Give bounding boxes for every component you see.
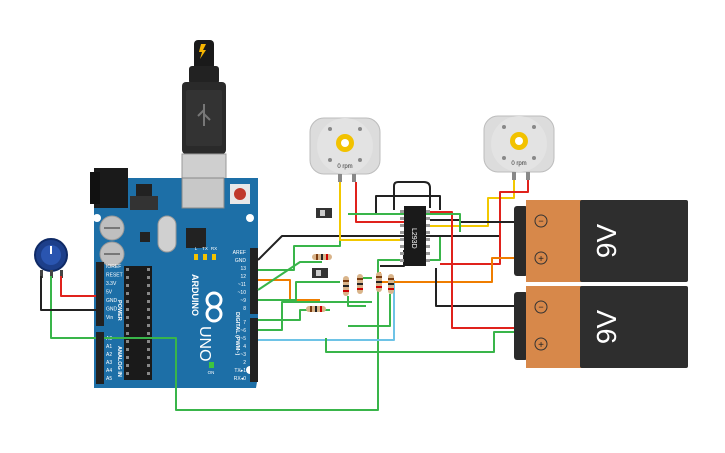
arduino-logo [205, 291, 223, 323]
board-model: UNO [196, 326, 213, 362]
lightning-icon [199, 44, 206, 59]
power-pin-label: 3.3V [106, 281, 117, 287]
wire [104, 236, 441, 411]
power-pin-label: Vin [106, 315, 113, 321]
battery-2-voltage: 9V [591, 310, 622, 345]
wire [348, 213, 461, 232]
digital-pin-label: 2 [243, 360, 246, 366]
led-label: TX [202, 246, 208, 251]
battery-1-plus: + [538, 254, 544, 265]
analog-pin-label: A4 [106, 368, 112, 374]
digital-pin-label: ~5 [240, 336, 246, 342]
digital-header-top [250, 248, 258, 314]
motor-1-speed: 0 rpm [337, 164, 352, 170]
led-label: RX [211, 246, 217, 251]
digital-pin-label: AREF [233, 250, 246, 256]
analog-pin-label: A2 [106, 352, 112, 358]
digital-header-label: DIGITAL (PWM~) [234, 312, 240, 356]
battery-1-voltage: 9V [591, 224, 622, 259]
wire [430, 219, 514, 223]
power-pin-label: GND [106, 307, 118, 313]
digital-pin-label: GND [235, 258, 247, 264]
wire [60, 276, 96, 297]
power-header [96, 262, 104, 326]
wire [375, 195, 441, 214]
battery-9v-2[interactable]: − + 9V [514, 286, 688, 368]
wire [393, 181, 431, 210]
usb-icon [197, 104, 211, 126]
motor-2-speed: 0 rpm [511, 161, 526, 167]
wire [258, 281, 340, 301]
analog-pin-label: A1 [106, 344, 112, 350]
potentiometer[interactable] [34, 238, 68, 278]
led-label: ON [208, 370, 215, 375]
wire [435, 268, 514, 307]
wires[interactable] [40, 180, 529, 411]
power-pin-label: 5V [106, 290, 113, 296]
resistor [376, 272, 382, 292]
analog-pin-label: A3 [106, 360, 112, 366]
wire [355, 182, 404, 223]
slide-switch[interactable] [316, 208, 332, 218]
arduino-uno-board[interactable]: ARDUINO UNO POWER ANALOG IN DIGITAL (PWM… [90, 168, 258, 388]
battery-9v-1[interactable]: − + 9V [514, 200, 688, 282]
digital-pin-label: 12 [240, 274, 246, 280]
wire [40, 276, 96, 311]
wire [348, 294, 391, 327]
wire [258, 301, 372, 331]
resistor [306, 306, 326, 312]
digital-pin-label: ~10 [238, 290, 247, 296]
led-label: L [195, 246, 198, 251]
wire [258, 280, 395, 341]
analog-header [96, 332, 104, 384]
atmega-chip [124, 266, 152, 380]
digital-pin-label: ~11 [238, 282, 246, 288]
digital-pin-label: ~9 [240, 298, 246, 304]
wire [361, 277, 372, 290]
ic-label: L293D [410, 228, 417, 249]
wire [339, 182, 404, 241]
wire [347, 296, 366, 307]
analog-header-label: ANALOG IN [116, 346, 122, 377]
wire [325, 331, 514, 353]
digital-pin-label: 8 [243, 306, 246, 312]
resistor [357, 274, 363, 294]
wire [50, 276, 96, 339]
wire [257, 261, 322, 291]
l293d-chip[interactable]: L293D [400, 206, 430, 266]
digital-pin-label: ~6 [240, 328, 246, 334]
pin-labels: IOREFRESET3.3V5VGNDGNDVinA0A1A2A3A4A5ARE… [106, 250, 246, 382]
digital-pin-label: TX▸1 [234, 368, 246, 374]
board-brand: ARDUINO [190, 274, 200, 316]
wire [440, 180, 529, 265]
crystal [157, 215, 177, 253]
battery-1-minus: − [538, 216, 543, 226]
resistor [312, 254, 332, 260]
digital-pin-label: RX◂0 [234, 376, 246, 382]
usb-socket [181, 177, 225, 209]
power-header-label: POWER [116, 300, 122, 321]
usb-cable[interactable] [181, 40, 227, 197]
wire [430, 211, 514, 329]
power-pin-label: IOREF [106, 264, 121, 270]
dc-motor-2[interactable]: 0 rpm [483, 115, 555, 180]
analog-pin-label: A5 [106, 376, 112, 382]
slide-switch[interactable] [312, 268, 328, 278]
resistors[interactable] [306, 254, 394, 312]
digital-pin-label: 7 [243, 320, 246, 326]
digital-pin-label: 4 [243, 344, 246, 350]
resistor [343, 276, 349, 296]
power-pin-label: RESET [106, 273, 123, 279]
battery-2-minus: − [538, 302, 543, 312]
usb-chip [186, 228, 206, 248]
digital-pin-label: 13 [240, 266, 246, 272]
digital-header-bottom [250, 318, 258, 382]
resistor [388, 274, 394, 294]
digital-pin-label: ~3 [240, 352, 246, 358]
power-pin-label: GND [106, 298, 118, 304]
dc-motor-1[interactable]: 0 rpm [309, 117, 381, 182]
battery-2-plus: + [538, 340, 544, 351]
